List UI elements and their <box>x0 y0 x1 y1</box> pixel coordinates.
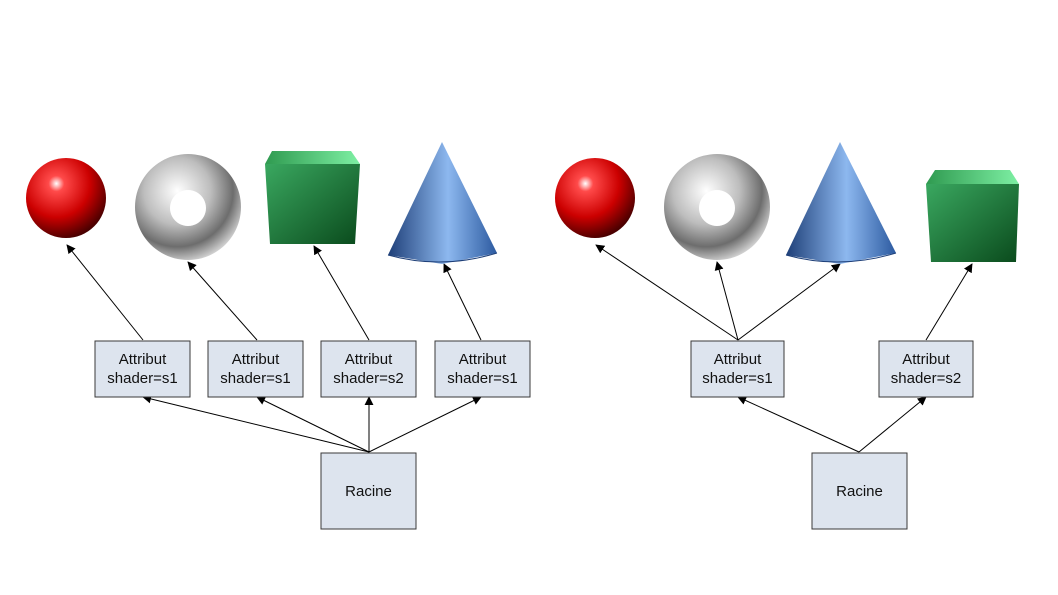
edge-arrow <box>925 263 973 341</box>
edge-arrow <box>142 394 370 453</box>
sphere-icon <box>26 158 106 238</box>
edges-root-to-attributes <box>142 394 482 453</box>
edge-arrow <box>714 261 739 341</box>
sphere-icon <box>555 158 635 238</box>
attribute-label: Attribut <box>459 351 507 368</box>
attribute-label: Attribut <box>714 351 762 368</box>
root-label: Racine <box>836 483 883 500</box>
edge-arrow <box>368 396 482 453</box>
attribute-shader-value: shader=s1 <box>447 370 517 387</box>
attribute-node: Attribut shader=s1 <box>94 340 191 398</box>
attribute-node: Attribut shader=s1 <box>207 340 304 398</box>
attribute-node: Attribut shader=s1 <box>434 340 531 398</box>
edge-arrow <box>443 263 482 341</box>
attribute-node: Attribut shader=s2 <box>320 340 417 398</box>
torus-icon <box>135 154 242 260</box>
edge-arrow <box>66 244 144 341</box>
attribute-shader-value: shader=s1 <box>702 370 772 387</box>
attribute-node: Attribut shader=s2 <box>878 340 974 398</box>
attribute-shader-value: shader=s1 <box>220 370 290 387</box>
cube-icon <box>926 170 1019 262</box>
edge-arrow <box>595 244 739 341</box>
edge-arrow <box>256 396 370 453</box>
cone-icon <box>387 142 498 264</box>
edge-arrow <box>187 261 258 341</box>
edge-arrow <box>313 245 370 341</box>
edges-attributes-to-shapes <box>595 244 973 341</box>
attribute-node: Attribut shader=s1 <box>690 340 785 398</box>
root-label: Racine <box>345 483 392 500</box>
edges-root-to-attributes <box>737 396 927 453</box>
attribute-label: Attribut <box>119 351 167 368</box>
torus-icon <box>664 154 771 260</box>
attribute-label: Attribut <box>232 351 280 368</box>
diagram-right: Attribut shader=s1 Attribut shader=s2 Ra… <box>555 142 1019 530</box>
diagram-left: Attribut shader=s1 Attribut shader=s1 At… <box>26 142 531 530</box>
attribute-shader-value: shader=s2 <box>333 370 403 387</box>
root-node: Racine <box>320 452 417 530</box>
attribute-label: Attribut <box>902 351 950 368</box>
cone-icon <box>785 142 897 264</box>
edge-arrow <box>737 263 841 341</box>
edge-arrow <box>858 396 927 453</box>
edge-arrow <box>737 396 860 453</box>
cube-icon <box>265 151 360 244</box>
attribute-shader-value: shader=s1 <box>107 370 177 387</box>
root-node: Racine <box>811 452 908 530</box>
edges-attributes-to-shapes <box>66 244 482 341</box>
attribute-shader-value: shader=s2 <box>891 370 961 387</box>
attribute-label: Attribut <box>345 351 393 368</box>
